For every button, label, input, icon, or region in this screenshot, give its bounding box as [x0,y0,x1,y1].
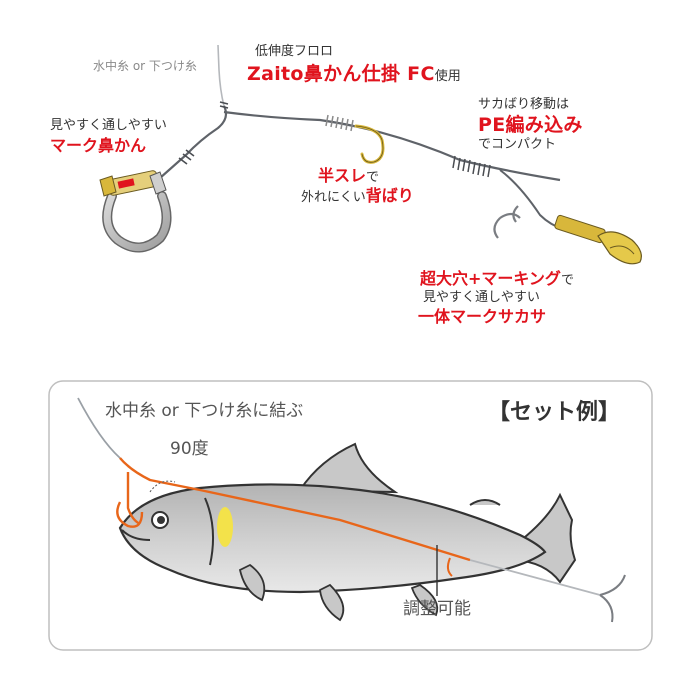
half-small-label: で [366,170,380,185]
fc-product-row: Zaito鼻かん仕掛 FC使用 [247,63,461,86]
tail-line [469,559,601,596]
hole-small2-label: 見やすく通しやすい [423,290,540,305]
adjust-label: 調整可能 [403,599,471,619]
fc-small-label: 低伸度フロロ [255,44,334,59]
back-hook-wraps [325,114,354,132]
back-row: 外れにくい背ばり [301,186,414,206]
fish-pelvic-fin [319,583,345,622]
pe-small2-label: でコンパクト [478,137,557,152]
fc-product-label: Zaito鼻かん仕掛 FC [247,63,435,85]
hole-small-label: で [560,273,574,288]
fish-anal-fin [410,583,439,617]
pe-red-label: PE編み込み [478,114,583,136]
pe-small-label: サカばり移動は [478,97,570,112]
hook-lower [446,557,453,577]
fc-suffix-label: 使用 [434,69,461,84]
fish-mouth [121,529,151,541]
fish-gill [204,497,214,566]
nose-ring [99,170,172,253]
hole-red2-label: 一体マークサカサ [418,307,547,326]
hole-red-label: 超大穴+マーキング [420,269,561,288]
fc-leader-line [159,105,561,182]
main-line-lower [77,397,121,459]
tie-label: 水中糸 or 下つけ糸に結ぶ [105,401,304,421]
sakasa-lower [599,574,626,623]
angle-label: 90度 [170,439,209,459]
back-red-label: 背ばり [365,186,414,205]
set-lines [77,397,626,623]
back-hook-outline [355,125,384,163]
pe-braid [452,155,491,178]
fish-dorsal-fin [298,442,399,494]
line-wraps [178,101,229,165]
hole-row: 超大穴+マーキングで [420,269,574,289]
orange-leader [119,457,471,562]
fish-yellow-spot [217,507,233,547]
half-row: 半スレで [318,166,380,186]
fish-adipose-fin [469,499,501,506]
main-line-upper [217,44,225,107]
nose-ring-lower [116,501,144,528]
back-small-label: 外れにくい [301,190,366,205]
fish-pectoral-fin [238,563,266,602]
set-title: 【セット例】 [488,400,621,425]
nose-small-label: 見やすく通しやすい [50,118,167,133]
upper-rig [99,44,642,265]
half-red-label: 半スレ [318,166,367,185]
fish [118,442,577,622]
nose-red-label: マーク鼻かん [50,136,147,155]
line-label: 水中糸 or 下つけ糸 [93,59,197,73]
sakasa-hook [493,205,642,265]
